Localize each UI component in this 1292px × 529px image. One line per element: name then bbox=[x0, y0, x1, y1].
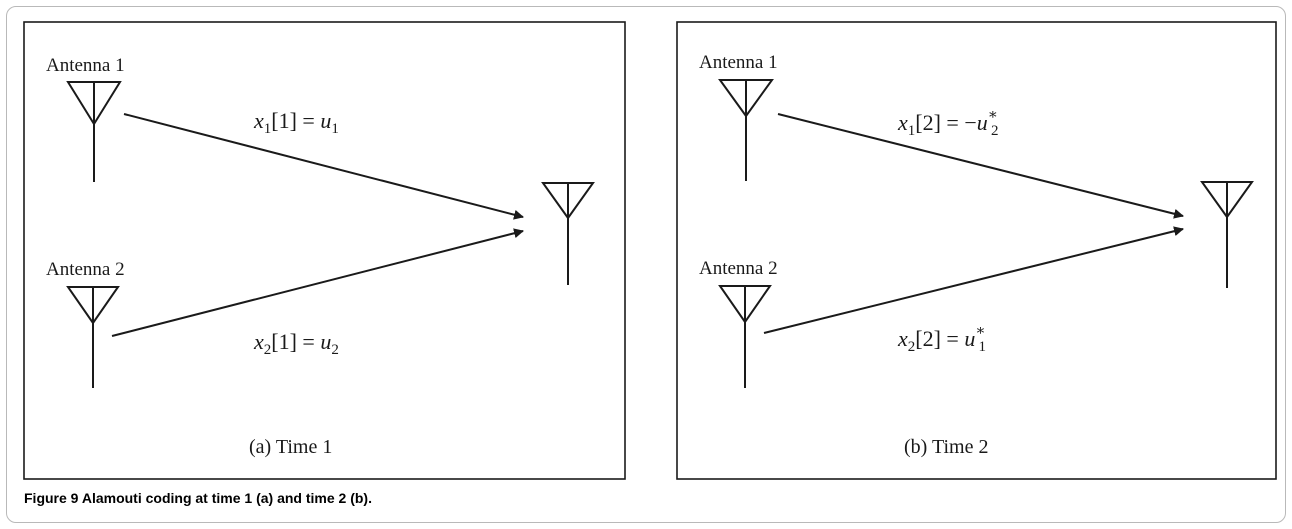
antenna2-label: Antenna 2 bbox=[46, 259, 125, 280]
signal-arrow-bottom bbox=[111, 228, 524, 337]
panel-b: Antenna 1 Antenna 2 x1[2] = −u∗2 x2[2] =… bbox=[676, 21, 1277, 480]
signal-arrow-top bbox=[123, 113, 524, 220]
receiver-antenna-icon bbox=[1200, 181, 1254, 288]
panel-a: Antenna 1 Antenna 2 x1[1] = u1 x2[1] = u… bbox=[23, 21, 626, 480]
figure-caption-label: Figure 9 bbox=[24, 490, 79, 506]
antenna1-label: Antenna 1 bbox=[699, 52, 778, 73]
antenna1-icon bbox=[66, 81, 122, 182]
panel-caption: (b) Time 2 bbox=[904, 436, 988, 458]
antenna2-icon bbox=[718, 285, 772, 388]
panel-a-border bbox=[23, 21, 626, 480]
signal-arrow-bottom bbox=[763, 226, 1184, 334]
top-signal-equation: x1[2] = −u∗2 bbox=[897, 107, 998, 139]
antenna1-label: Antenna 1 bbox=[46, 55, 125, 76]
figure-frame bbox=[6, 6, 1286, 523]
top-signal-equation: x1[1] = u1 bbox=[253, 108, 339, 137]
bottom-signal-equation: x2[1] = u2 bbox=[253, 329, 339, 358]
signal-arrow-top bbox=[777, 113, 1184, 219]
panel-caption: (a) Time 1 bbox=[249, 436, 332, 458]
antenna2-icon bbox=[66, 286, 120, 388]
antenna1-icon bbox=[718, 79, 774, 181]
receiver-antenna-icon bbox=[541, 182, 595, 285]
figure-caption: Figure 9 Alamouti coding at time 1 (a) a… bbox=[24, 490, 372, 506]
panel-b-border bbox=[676, 21, 1277, 480]
antenna2-label: Antenna 2 bbox=[699, 258, 778, 279]
figure-caption-text: Alamouti coding at time 1 (a) and time 2… bbox=[78, 490, 372, 506]
bottom-signal-equation: x2[2] = u∗1 bbox=[897, 323, 986, 355]
